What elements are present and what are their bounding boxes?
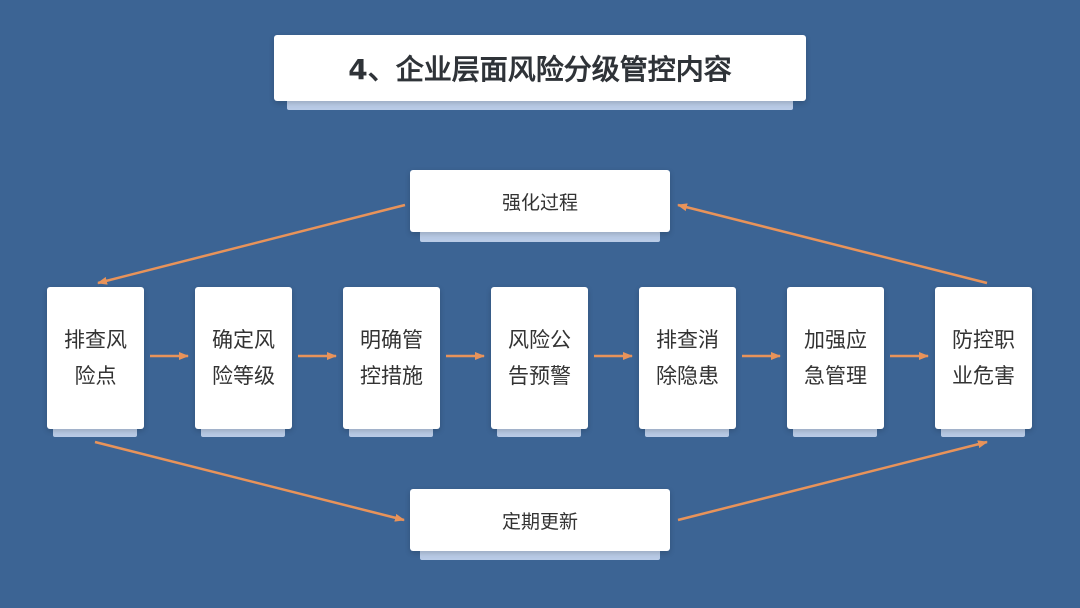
step-shadow — [201, 426, 285, 437]
step-card-3-line1: 明确管 — [360, 328, 423, 352]
strengthen-process-box: 强化过程 — [410, 170, 670, 232]
step-card-7-line2: 业危害 — [952, 364, 1015, 388]
arrow-bottom-to-step-7 — [677, 440, 988, 522]
step-card-6-line2: 急管理 — [804, 364, 867, 388]
arrow-step-1-to-bottom — [94, 440, 405, 522]
page-title: 4、企业层面风险分级管控内容 — [274, 35, 806, 101]
step-card-2-line2: 险等级 — [212, 364, 275, 388]
step-card-7-line1: 防控职 — [952, 328, 1015, 352]
step-card-4: 风险公 告预警 — [491, 287, 588, 429]
step-shadow — [497, 426, 581, 437]
step-card-3: 明确管 控措施 — [343, 287, 440, 429]
step-card-6: 加强应 急管理 — [787, 287, 884, 429]
step-card-1-line2: 险点 — [74, 364, 117, 388]
step-card-5: 排查消 除隐患 — [639, 287, 736, 429]
step-card-4-line1: 风险公 — [508, 328, 571, 352]
step-shadow — [793, 426, 877, 437]
step-card-2: 确定风 险等级 — [195, 287, 292, 429]
step-shadow — [941, 426, 1025, 437]
arrow-top-to-step-1 — [97, 203, 406, 285]
arrow-step-7-to-top — [677, 203, 988, 285]
step-card-1-line1: 排查风 — [64, 328, 127, 352]
step-card-2-line1: 确定风 — [212, 328, 275, 352]
step-card-1: 排查风 险点 — [47, 287, 144, 429]
step-card-5-line2: 除隐患 — [656, 364, 719, 388]
bottom-box-shadow — [420, 549, 660, 560]
step-card-4-line2: 告预警 — [508, 364, 571, 388]
title-card-shadow — [287, 98, 793, 110]
regular-update-box: 定期更新 — [410, 489, 670, 551]
top-box-shadow — [420, 231, 660, 242]
step-shadow — [349, 426, 433, 437]
step-card-6-line1: 加强应 — [804, 328, 867, 352]
step-shadow — [645, 426, 729, 437]
step-shadow — [53, 426, 137, 437]
step-card-7: 防控职 业危害 — [935, 287, 1032, 429]
step-card-3-line2: 控措施 — [360, 364, 423, 388]
step-card-5-line1: 排查消 — [656, 328, 719, 352]
